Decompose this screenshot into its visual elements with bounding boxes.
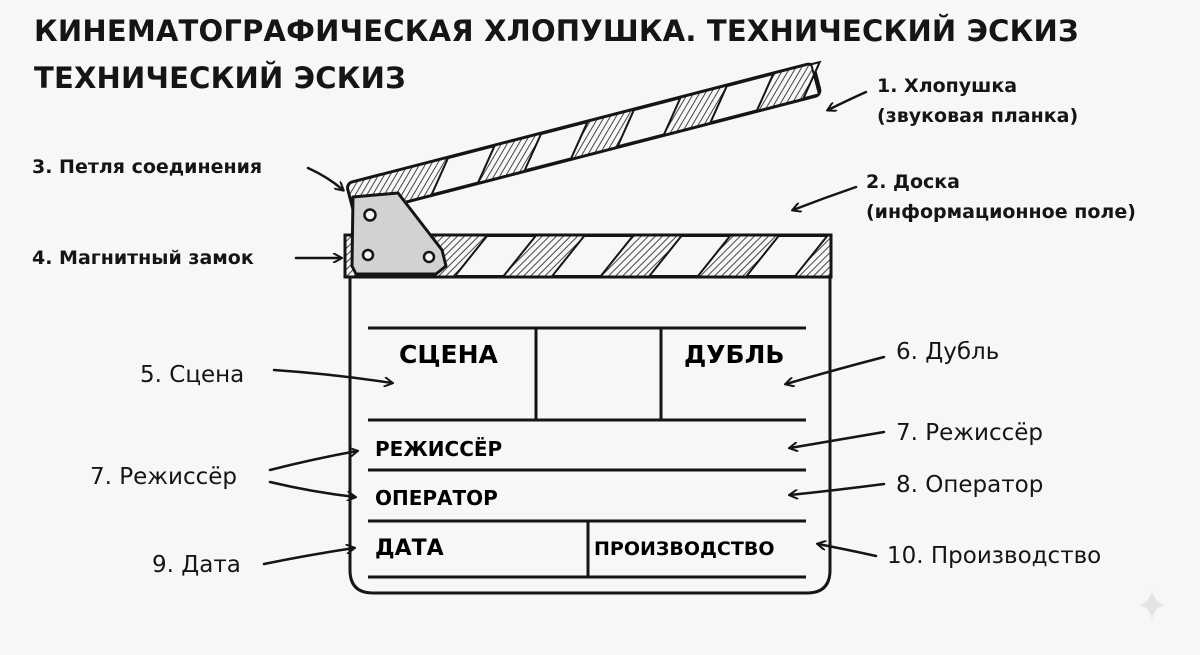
clapper-stripe — [522, 120, 590, 172]
callout-hinge: 3. Петля соединения — [32, 156, 262, 178]
callout-date: 9. Дата — [152, 552, 241, 578]
hinge-rivet — [363, 208, 377, 222]
callout-director-left: 7. Режиссёр — [90, 464, 237, 490]
callout-clapper-sub: (звуковая планка) — [877, 105, 1078, 127]
callout-board-sub: (информационное поле) — [866, 201, 1136, 223]
clapper-stripe — [708, 72, 776, 124]
callout-lock: 4. Магнитный замок — [32, 247, 254, 269]
arrow-director-left-1 — [268, 451, 357, 472]
arrow-director-right — [790, 430, 886, 448]
board-grid — [368, 326, 806, 579]
board-body — [348, 275, 832, 595]
arrow-board — [793, 185, 858, 210]
clapper-stick-top — [346, 60, 822, 216]
callout-board: 2. Доска — [866, 171, 960, 193]
callout-clapper: 1. Хлопушка — [877, 75, 1017, 97]
clapper-stripes-top — [429, 60, 822, 196]
arrow-take — [786, 355, 886, 384]
board-field-take: ДУБЛЬ — [684, 340, 784, 369]
callout-director-right: 7. Режиссёр — [896, 420, 1043, 446]
board-field-director: РЕЖИССЁР — [375, 437, 502, 461]
board-field-production: ПРОИЗВОДСТВО — [594, 538, 774, 560]
arrow-director-left-2 — [268, 480, 355, 497]
callout-operator: 8. Оператор — [896, 472, 1043, 498]
clapper-stripe — [801, 60, 822, 100]
arrow-date — [262, 548, 354, 566]
arrow-production — [818, 544, 878, 558]
leader-arrows — [262, 90, 886, 566]
arrow-clapper — [828, 90, 868, 110]
hinge-rivet — [361, 248, 375, 262]
arrow-hinge — [306, 166, 343, 190]
hinge-plate — [350, 191, 448, 276]
callout-take: 6. Дубль — [896, 339, 999, 365]
page-subtitle: ТЕХНИЧЕСКИЙ ЭСКИЗ — [34, 61, 406, 95]
board-field-scene: СЦЕНА — [399, 340, 499, 369]
callouts: 1. Хлопушка (звуковая планка) 2. Доска (… — [32, 75, 1136, 578]
board-field-operator: ОПЕРАТОР — [375, 486, 498, 510]
callout-scene: 5. Сцена — [140, 362, 244, 388]
sparkle-icon — [1138, 590, 1166, 620]
clapper-stripe — [429, 144, 497, 196]
callout-production: 10. Производство — [887, 543, 1101, 569]
board-field-date: ДАТА — [375, 536, 444, 561]
arrow-operator — [790, 482, 886, 495]
page-title: КИНЕМАТОГРАФИЧЕСКАЯ ХЛОПУШКА. ТЕХНИЧЕСКИ… — [34, 14, 1079, 48]
arrow-scene — [272, 368, 392, 383]
hinge-rivet — [422, 250, 436, 264]
clapper-stripe — [615, 96, 683, 148]
